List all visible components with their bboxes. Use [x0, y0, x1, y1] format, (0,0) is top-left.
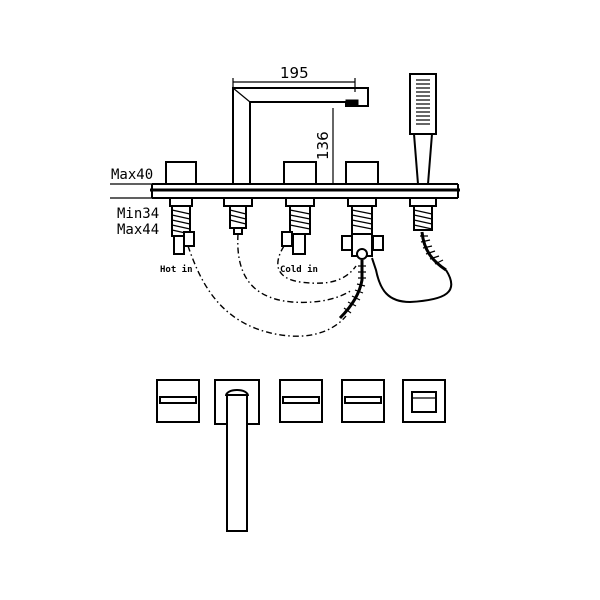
deck-max-label: Max40: [111, 167, 153, 183]
shank-diverter: [341, 197, 384, 260]
shank-spout: [223, 197, 253, 235]
top-view-handle-hot: [156, 379, 200, 423]
hose-hand-shower: [371, 231, 453, 304]
top-view-handle-diverter: [341, 379, 385, 423]
hose-cold-dashed: [277, 245, 357, 284]
hand-shower-grip-lines: [416, 79, 430, 125]
top-view-spout: [214, 379, 260, 532]
handle-diverter-side: [345, 161, 379, 185]
handle-cold-side: [283, 161, 317, 185]
spout-side-view: [232, 87, 369, 184]
hole-max-label: Max44: [117, 222, 159, 238]
top-view-handle-cold: [279, 379, 323, 423]
spout-reach-label: 195: [280, 64, 309, 82]
spout-reach-dimension: 195: [232, 64, 356, 92]
deck-plate: [110, 183, 460, 199]
shank-cold: [281, 197, 315, 255]
spout-height-dimension: 136: [314, 108, 334, 184]
shank-hot: [169, 197, 195, 255]
spout-height-label: 136: [314, 131, 332, 160]
hose-diverter-braided: [338, 260, 366, 320]
top-view-hand-shower: [402, 379, 446, 423]
handle-hot-side: [165, 161, 197, 185]
hot-in-label: Hot in: [160, 264, 193, 275]
hose-hot-dashed: [187, 245, 347, 337]
hand-shower-side-view: [409, 73, 437, 185]
hole-min-label: Min34: [117, 206, 159, 222]
cold-in-label: Cold in: [280, 264, 318, 275]
shank-hand-shower: [409, 197, 437, 231]
